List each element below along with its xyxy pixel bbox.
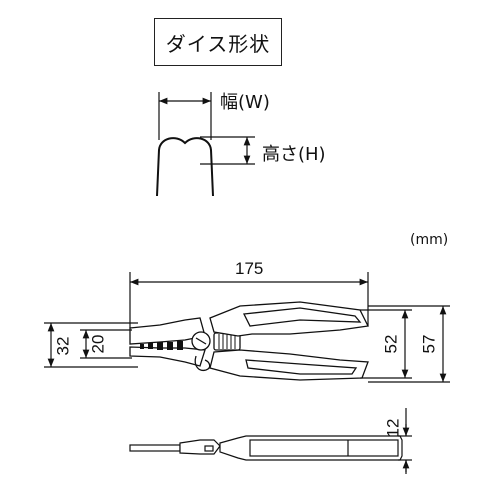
crimp-teeth bbox=[140, 341, 183, 350]
die-shape-title-text: ダイス形状 bbox=[165, 31, 271, 56]
jaw-inner-dimension bbox=[80, 329, 132, 359]
die-width-dimension bbox=[158, 92, 212, 140]
handle-lower-grip bbox=[245, 359, 358, 375]
thickness-dimension bbox=[398, 408, 412, 474]
pliers-side-view bbox=[129, 301, 369, 381]
jaw-outer-dimension bbox=[44, 322, 138, 368]
die-height-dimension bbox=[200, 136, 255, 165]
handle-upper-grip bbox=[242, 307, 362, 327]
unit-label: (mm) bbox=[410, 232, 449, 248]
top-view-jaw bbox=[129, 444, 181, 452]
top-view-grip bbox=[249, 439, 399, 457]
total-height-dimension bbox=[368, 305, 450, 383]
die-width-label: 幅(W) bbox=[220, 92, 270, 113]
die-profile bbox=[156, 137, 214, 197]
pliers-top-view bbox=[129, 435, 403, 461]
handle-height-label: 52 bbox=[381, 334, 401, 354]
die-height-label: 高さ(H) bbox=[262, 144, 326, 165]
die-shape-title: ダイス形状 bbox=[154, 18, 282, 66]
top-view-pivot bbox=[179, 439, 221, 455]
jaw-outer-label: 32 bbox=[53, 336, 73, 356]
die-profile-shape bbox=[156, 137, 214, 197]
handle-height-dimension bbox=[360, 309, 412, 379]
jaw-inner-label: 20 bbox=[88, 334, 108, 354]
thickness-label: 12 bbox=[383, 418, 403, 438]
length-label: 175 bbox=[235, 259, 264, 278]
length-dimension bbox=[129, 272, 369, 328]
spring-hook bbox=[194, 355, 211, 372]
total-height-label: 57 bbox=[419, 334, 439, 354]
